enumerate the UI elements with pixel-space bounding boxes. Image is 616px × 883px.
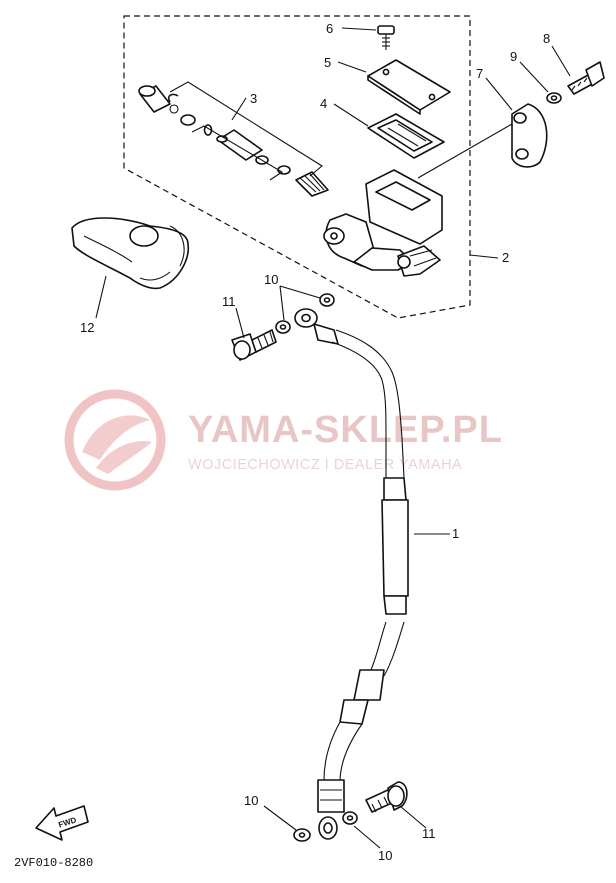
label-part-7: 7 <box>476 66 483 81</box>
part-12-lever-cover <box>71 217 189 290</box>
label-part-1: 1 <box>452 526 459 541</box>
label-part-6: 6 <box>326 21 333 36</box>
part-6-screw <box>377 25 395 50</box>
part-2-master-cylinder-body <box>323 169 443 277</box>
part-3-piston-kit <box>138 81 329 197</box>
part-8-bolt <box>567 61 605 95</box>
part-5-reservoir-cap <box>367 59 451 115</box>
part-1-brake-hose <box>294 308 409 840</box>
label-part-10-upper: 10 <box>264 272 278 287</box>
label-part-3: 3 <box>250 91 257 106</box>
label-part-5: 5 <box>324 55 331 70</box>
part-4-diaphragm <box>367 113 445 159</box>
label-part-10-lower-right: 10 <box>378 848 392 863</box>
label-part-10-lower-left: 10 <box>244 793 258 808</box>
watermark-logo <box>64 389 166 491</box>
fwd-arrow: FWD <box>35 805 89 841</box>
leader-lines <box>95 27 571 849</box>
part-10-washer-upper <box>319 293 335 307</box>
label-part-9: 9 <box>510 49 517 64</box>
part-10-washer-middle <box>275 320 291 334</box>
part-11-union-bolt-lower <box>365 781 408 813</box>
master-cylinder-assembly-outline <box>123 15 471 319</box>
part-10-washer-lower-right <box>342 811 358 825</box>
watermark: YAMA-SKLEP.PL WOJCIECHOWICZ I DEALER YAM… <box>64 389 503 491</box>
label-part-4: 4 <box>320 96 327 111</box>
watermark-title: YAMA-SKLEP.PL <box>188 409 503 451</box>
diagram-code: 2VF010-8280 <box>14 856 93 870</box>
part-11-union-bolt-upper <box>231 329 277 361</box>
label-part-11-upper: 11 <box>222 294 236 309</box>
part-10-washer-lower-left <box>293 828 311 842</box>
label-part-8: 8 <box>543 31 550 46</box>
watermark-subtitle: WOJCIECHOWICZ I DEALER YAMAHA <box>188 457 462 473</box>
part-9-washer <box>546 92 562 104</box>
label-part-12: 12 <box>80 320 94 335</box>
part-labels: 6 5 4 3 7 9 8 2 10 11 12 1 10 10 11 <box>80 21 550 863</box>
part-7-holder <box>417 103 548 179</box>
label-part-2: 2 <box>502 250 509 265</box>
label-part-11-lower: 11 <box>422 826 436 841</box>
